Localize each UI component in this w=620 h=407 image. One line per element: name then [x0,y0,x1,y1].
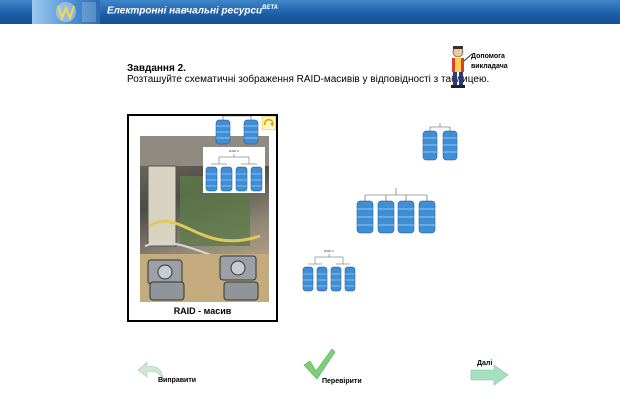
teacher-help-button[interactable] [444,44,474,90]
check-button[interactable] [302,347,336,381]
next-button-label[interactable]: Далі [477,360,493,367]
undo-button[interactable] [137,360,167,382]
teacher-icon [451,46,473,88]
raid-diagram-4disk-photo[interactable]: RAID 0 [203,147,265,193]
raid-diagram-2disk[interactable] [421,122,459,162]
card-label: RAID - масив [173,306,232,316]
raid-node-label: RAID 1 [324,249,334,253]
header-bar: Електронні навчальні ресурсиBETA [0,0,620,24]
undo-arrow-icon [137,361,164,381]
checkmark-icon [303,348,336,380]
raid-diagram-nested[interactable]: RAID 1 [301,247,357,293]
raid-diagram-2disk-card[interactable] [213,114,261,146]
rotate-icon[interactable] [261,115,277,131]
raid-node-label: RAID 0 [229,149,239,153]
next-arrow-icon [470,364,509,386]
next-button[interactable] [470,364,510,386]
raid-diagram-4disk[interactable] [355,187,437,235]
task-text: Розташуйте схематичні зображення RAID-ма… [127,74,490,85]
teacher-help-label[interactable]: Допомога викладача [471,53,508,70]
app-title: Електронні навчальні ресурсиBETA [107,5,278,17]
check-button-label[interactable]: Перевірити [322,378,362,385]
fix-button-label[interactable]: Виправити [158,377,197,384]
task-title: Завдання 2. [127,63,186,74]
logo-icon [32,0,100,24]
